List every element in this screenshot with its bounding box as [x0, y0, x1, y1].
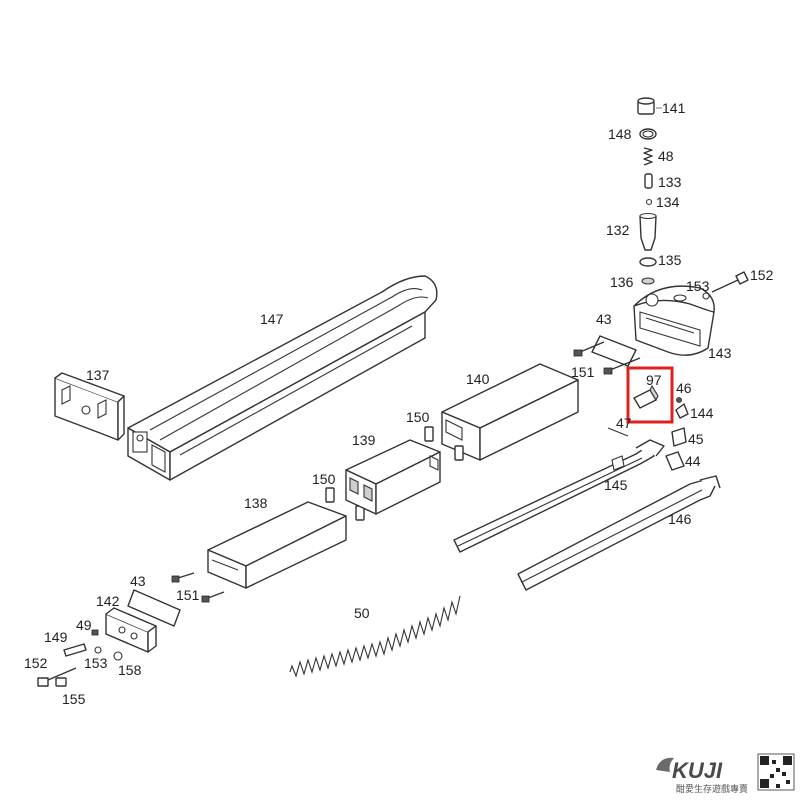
label-50: 50: [354, 605, 370, 621]
part-150-plate-a: [424, 426, 464, 461]
part-152-screw-bottom: [37, 667, 77, 687]
part-144-lever: [675, 403, 689, 419]
part-43-gasket-left: [127, 589, 181, 627]
label-149: 149: [44, 629, 68, 645]
part-149-rod: [63, 643, 87, 657]
part-139-center-block: [345, 439, 441, 515]
part-97-nozzle-highlight: [626, 366, 674, 424]
part-151-screw-right-b: [603, 357, 641, 375]
label-132: 132: [606, 222, 630, 238]
part-50-main-spring: [289, 595, 461, 678]
label-49: 49: [76, 617, 92, 633]
part-labels: 141 148 48 133 134 132 135 136 153 152 4…: [24, 100, 774, 707]
part-152-screw-top: [711, 271, 749, 293]
part-153-washer-top: [702, 292, 710, 300]
part-158-nut: [113, 651, 123, 661]
part-136-seal: [641, 277, 655, 285]
part-49-small-pin: [91, 629, 99, 636]
label-142: 142: [96, 593, 120, 609]
label-47: 47: [616, 415, 632, 431]
label-46: 46: [676, 380, 692, 396]
label-137: 137: [86, 367, 110, 383]
brand-logo: KUJI 酣愛生存遊戲專賣: [656, 757, 748, 794]
label-141: 141: [662, 100, 686, 116]
label-133: 133: [658, 174, 682, 190]
label-43-left: 43: [130, 573, 146, 589]
label-43-right: 43: [596, 311, 612, 327]
label-155: 155: [62, 691, 86, 707]
label-145: 145: [604, 477, 628, 493]
part-138-lower-block: [207, 501, 347, 589]
part-151-screw-right-a: [573, 341, 605, 357]
label-153-top: 153: [686, 278, 710, 294]
label-135: 135: [658, 252, 682, 268]
part-146-long-rail: [517, 475, 721, 591]
part-155-nut: [55, 677, 67, 687]
label-45: 45: [688, 431, 704, 447]
part-143-valve-head: [633, 285, 715, 356]
part-133-valve-pin: [644, 173, 653, 189]
label-97: 97: [646, 372, 662, 388]
label-138: 138: [244, 495, 268, 511]
part-134-small-ring: [645, 198, 653, 206]
label-140: 140: [466, 371, 490, 387]
label-150-b: 150: [312, 471, 336, 487]
label-151-right: 151: [571, 364, 595, 380]
label-153-bottom: 153: [84, 655, 108, 671]
brand-logo-text: KUJI: [672, 758, 723, 783]
label-152-bottom: 152: [24, 655, 48, 671]
label-144: 144: [690, 405, 714, 421]
part-145-guide-rail: [453, 439, 665, 553]
label-143: 143: [708, 345, 732, 361]
part-47-rod: [607, 427, 629, 437]
label-147: 147: [260, 311, 284, 327]
part-44-spring-clip: [665, 451, 685, 471]
part-46-pin: [676, 397, 682, 403]
part-142-end-cap: [105, 607, 157, 653]
part-140-chamber-block: [441, 363, 579, 461]
brand-tagline: 酣愛生存遊戲專賣: [676, 783, 748, 794]
label-136: 136: [610, 274, 634, 290]
part-153-washer-bottom: [94, 646, 102, 654]
part-147-outer-housing: [127, 275, 438, 481]
label-44: 44: [685, 453, 701, 469]
part-135-o-ring: [639, 257, 657, 267]
part-132-valve-body: [639, 212, 657, 251]
label-148: 148: [608, 126, 632, 142]
label-48: 48: [658, 148, 674, 164]
qr-code-icon: [757, 753, 795, 791]
part-43-gasket-right: [591, 335, 637, 367]
label-152-top: 152: [750, 267, 774, 283]
part-45-catch: [671, 427, 687, 447]
label-150-a: 150: [406, 409, 430, 425]
part-148-o-ring: [639, 128, 657, 140]
part-151-screws-left: [171, 572, 225, 603]
label-134: 134: [656, 194, 680, 210]
label-146: 146: [668, 511, 692, 527]
part-48-spring: [643, 147, 653, 166]
label-151-left: 151: [176, 587, 200, 603]
label-139: 139: [352, 432, 376, 448]
part-141-cap: [637, 97, 662, 115]
part-137-end-plate: [54, 372, 125, 441]
part-150-plate-b: [325, 487, 365, 521]
label-158: 158: [118, 662, 142, 678]
